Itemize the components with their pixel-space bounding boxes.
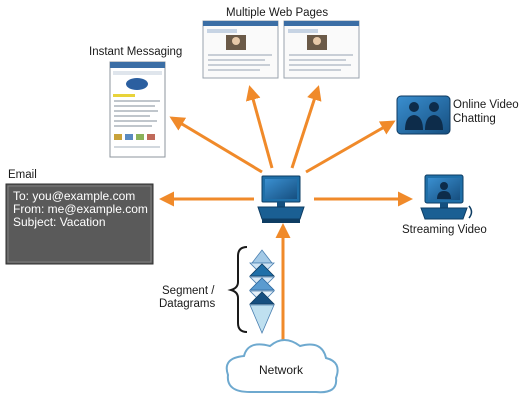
video-chat-label-line1: Online Video bbox=[453, 99, 519, 111]
streaming-computer-icon bbox=[420, 174, 473, 220]
arrow-to-video-chat bbox=[305, 120, 396, 174]
web-pages-label: Multiple Web Pages bbox=[226, 7, 328, 19]
email-from-line: From: me@example.com bbox=[13, 202, 148, 216]
arrow-to-web-page-1 bbox=[245, 85, 274, 169]
email-to-line: To: you@example.com bbox=[13, 189, 135, 203]
email-label: Email bbox=[8, 169, 37, 181]
streaming-video-label: Streaming Video bbox=[402, 224, 487, 236]
segment-bracket bbox=[227, 246, 248, 333]
instant-messaging-label: Instant Messaging bbox=[89, 46, 182, 58]
segment-label-line1: Segment / bbox=[162, 285, 215, 297]
segment-label-line2: Datagrams bbox=[159, 298, 215, 310]
arrow-to-instant-messaging bbox=[169, 116, 263, 174]
video-chat-screen bbox=[396, 95, 451, 135]
arrow-to-web-page-2 bbox=[290, 85, 322, 169]
web-page-2 bbox=[283, 20, 360, 79]
network-label: Network bbox=[259, 363, 304, 377]
web-page-1 bbox=[202, 20, 279, 79]
email-subject-line: Subject: Vacation bbox=[13, 215, 106, 229]
email-message-box: To: you@example.com From: me@example.com… bbox=[5, 183, 154, 265]
connection-arrows bbox=[159, 85, 413, 345]
network-cloud: Network bbox=[225, 339, 339, 394]
datagram-stack bbox=[249, 249, 275, 335]
instant-messaging-window bbox=[109, 61, 166, 158]
video-chat-label-line2: Chatting bbox=[453, 113, 496, 125]
central-computer-icon bbox=[257, 175, 305, 223]
